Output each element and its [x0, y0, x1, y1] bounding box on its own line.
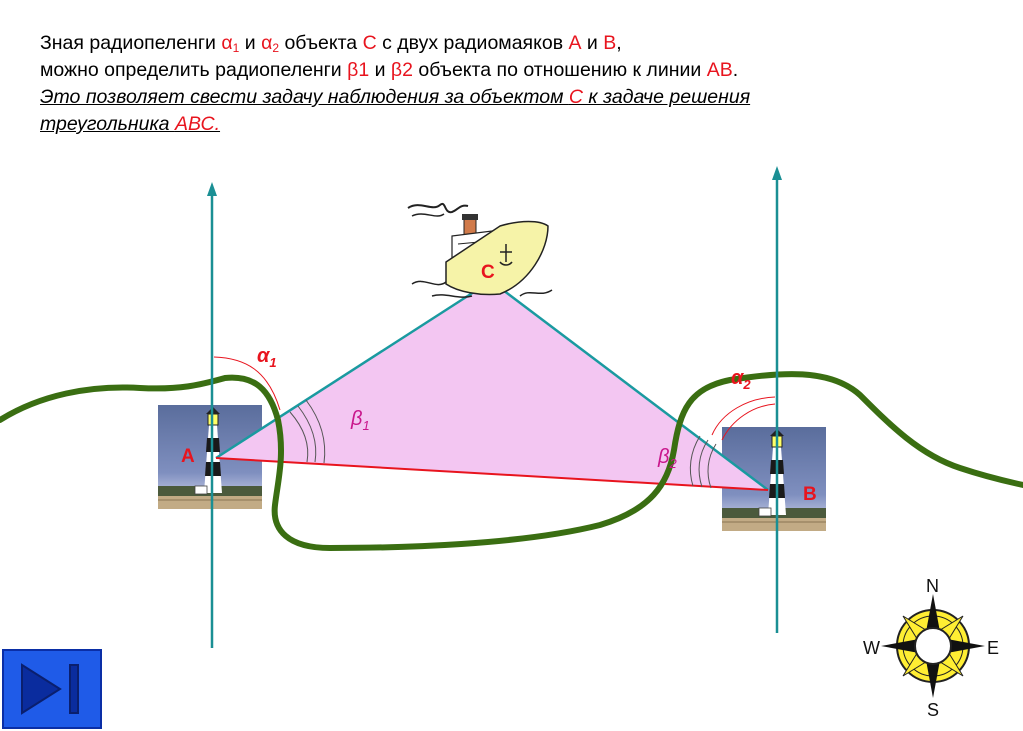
beta2-arcs: [689, 435, 717, 489]
beta1-arcs: [289, 399, 326, 464]
label-alpha2: α2: [731, 367, 751, 392]
label-c: С: [481, 262, 495, 283]
compass-south: S: [927, 700, 939, 720]
label-beta2: β2: [657, 446, 677, 471]
text-line-2: можно определить радиопеленги β1 и β2 об…: [40, 59, 739, 81]
side-bc: [490, 280, 769, 491]
alpha2-arcs: [711, 396, 776, 441]
text-line-4: треугольника АВС.: [40, 113, 221, 135]
side-ac: [215, 279, 492, 460]
compass-rose-icon: N S E W: [863, 576, 999, 720]
next-slide-button[interactable]: [2, 649, 102, 729]
label-b: В: [803, 484, 817, 505]
compass-east: E: [987, 638, 999, 658]
text-line-3: Это позволяет свести задачу наблюдения з…: [40, 86, 751, 108]
text-line-1: Зная радиопеленги α1 и α2 объекта С с дв…: [40, 32, 622, 55]
label-beta1: β1: [350, 408, 370, 433]
coastline: [0, 371, 1023, 552]
ship-icon: [407, 202, 553, 298]
play-next-icon: [21, 663, 79, 715]
alpha1-arc: [213, 356, 281, 411]
description-text: Зная радиопеленги α1 и α2 объекта С с дв…: [40, 30, 1000, 138]
side-ab: [215, 457, 769, 491]
triangle-abc: [216, 281, 768, 490]
label-alpha1: α1: [257, 345, 277, 370]
meridian-a-arrow: [207, 182, 217, 196]
label-a: А: [181, 446, 195, 467]
compass-west: W: [863, 638, 880, 658]
meridian-b-arrow: [772, 166, 782, 180]
compass-north: N: [926, 576, 939, 596]
